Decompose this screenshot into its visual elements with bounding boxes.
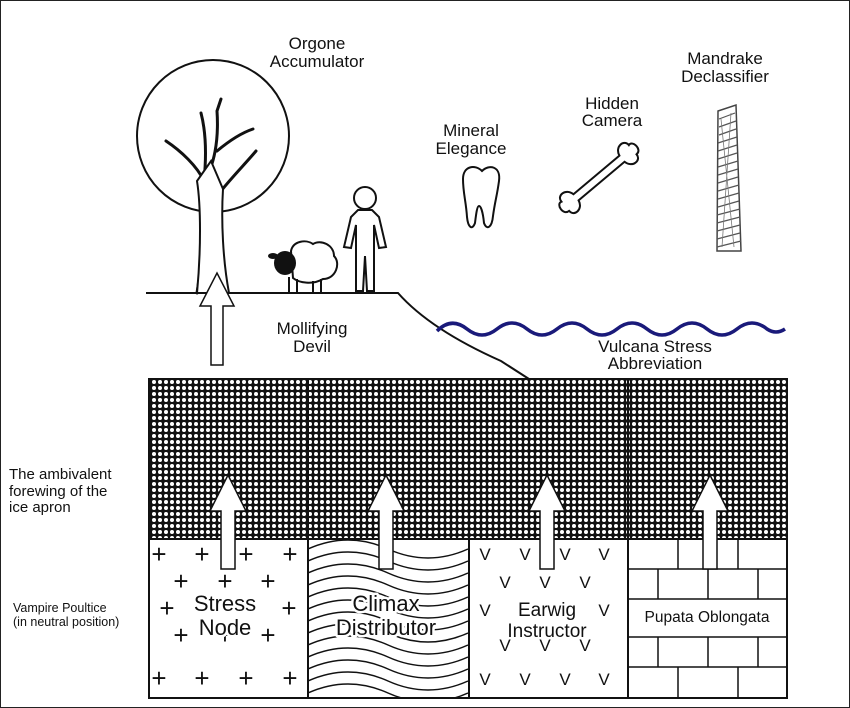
svg-text:+: +	[238, 663, 253, 693]
svg-text:+: +	[260, 566, 275, 596]
label-vampire-2: (in neutral position)	[13, 615, 119, 629]
label-vulcana-1: Vulcana Stress	[598, 337, 712, 356]
label-forewing-2: forewing of the	[9, 483, 107, 500]
label-earwig-2: Instructor	[507, 621, 587, 642]
label-stress-node-2: Node	[199, 615, 252, 640]
svg-text:V: V	[499, 636, 511, 655]
label-earwig-1: Earwig	[518, 600, 576, 621]
svg-text:V: V	[539, 636, 551, 655]
wave-icon	[435, 321, 786, 337]
label-mandrake-1: Mandrake	[687, 49, 763, 68]
svg-text:+: +	[260, 620, 275, 650]
label-climax-1: Climax	[352, 591, 419, 616]
label-orgone-2: Accumulator	[270, 52, 365, 71]
label-hidden-2: Camera	[582, 111, 643, 130]
svg-text:+: +	[173, 566, 188, 596]
plus-pattern: ++++ +++ ++ +++ ++++	[151, 539, 297, 693]
svg-text:V: V	[579, 636, 591, 655]
svg-text:V: V	[519, 545, 531, 564]
label-hidden-1: Hidden	[585, 94, 639, 113]
svg-text:+: +	[151, 663, 166, 693]
svg-text:+: +	[151, 539, 166, 569]
label-mineral-2: Elegance	[436, 139, 507, 158]
bone-icon	[558, 141, 640, 215]
svg-text:V: V	[479, 545, 491, 564]
label-mineral-1: Mineral	[443, 121, 499, 140]
svg-text:+: +	[282, 539, 297, 569]
label-pupata: Pupata Oblongata	[645, 609, 770, 626]
svg-text:V: V	[479, 601, 491, 620]
sheep-icon	[268, 240, 339, 293]
label-mollifying-2: Devil	[293, 337, 331, 356]
svg-text:+: +	[194, 539, 209, 569]
pupata-label-bg	[631, 601, 784, 635]
svg-text:+: +	[282, 663, 297, 693]
svg-text:+: +	[238, 539, 253, 569]
svg-text:+: +	[159, 593, 174, 623]
svg-text:V: V	[499, 573, 511, 592]
svg-text:V: V	[598, 670, 610, 689]
svg-text:V: V	[598, 545, 610, 564]
svg-text:+: +	[217, 620, 232, 650]
label-vulcana-2: Abbreviation	[608, 354, 703, 373]
label-orgone-1: Orgone	[289, 34, 346, 53]
drill-bit-icon	[716, 103, 742, 252]
up-arrow-icon	[690, 473, 730, 570]
label-vampire-1: Vampire Poultice	[13, 601, 107, 615]
tree-icon	[136, 59, 290, 295]
svg-text:+: +	[173, 620, 188, 650]
up-arrow-icon	[366, 473, 406, 570]
svg-text:V: V	[559, 670, 571, 689]
label-forewing-1: The ambivalent	[9, 466, 112, 483]
svg-text:+: +	[194, 663, 209, 693]
svg-text:V: V	[579, 573, 591, 592]
label-forewing-3: ice apron	[9, 499, 71, 516]
label-climax-2: Distributor	[336, 615, 436, 640]
cell-stress-node	[148, 538, 309, 699]
svg-text:V: V	[559, 545, 571, 564]
svg-text:V: V	[539, 573, 551, 592]
label-mollifying-1: Mollifying	[277, 319, 348, 338]
up-arrow-icon	[527, 473, 567, 570]
label-stress-node-1: Stress	[194, 591, 256, 616]
svg-text:+: +	[217, 566, 232, 596]
label-mandrake-2: Declassifier	[681, 67, 769, 86]
wavy-pattern	[308, 539, 469, 698]
svg-text:V: V	[519, 670, 531, 689]
up-arrow-icon	[208, 473, 248, 570]
block-arrows	[208, 473, 730, 570]
svg-text:V: V	[598, 601, 610, 620]
svg-text:+: +	[281, 593, 296, 623]
svg-text:V: V	[479, 670, 491, 689]
person-icon	[342, 186, 388, 292]
cell-earwig	[468, 538, 629, 699]
tooth-icon	[461, 166, 501, 229]
up-arrow-icon	[198, 271, 236, 366]
